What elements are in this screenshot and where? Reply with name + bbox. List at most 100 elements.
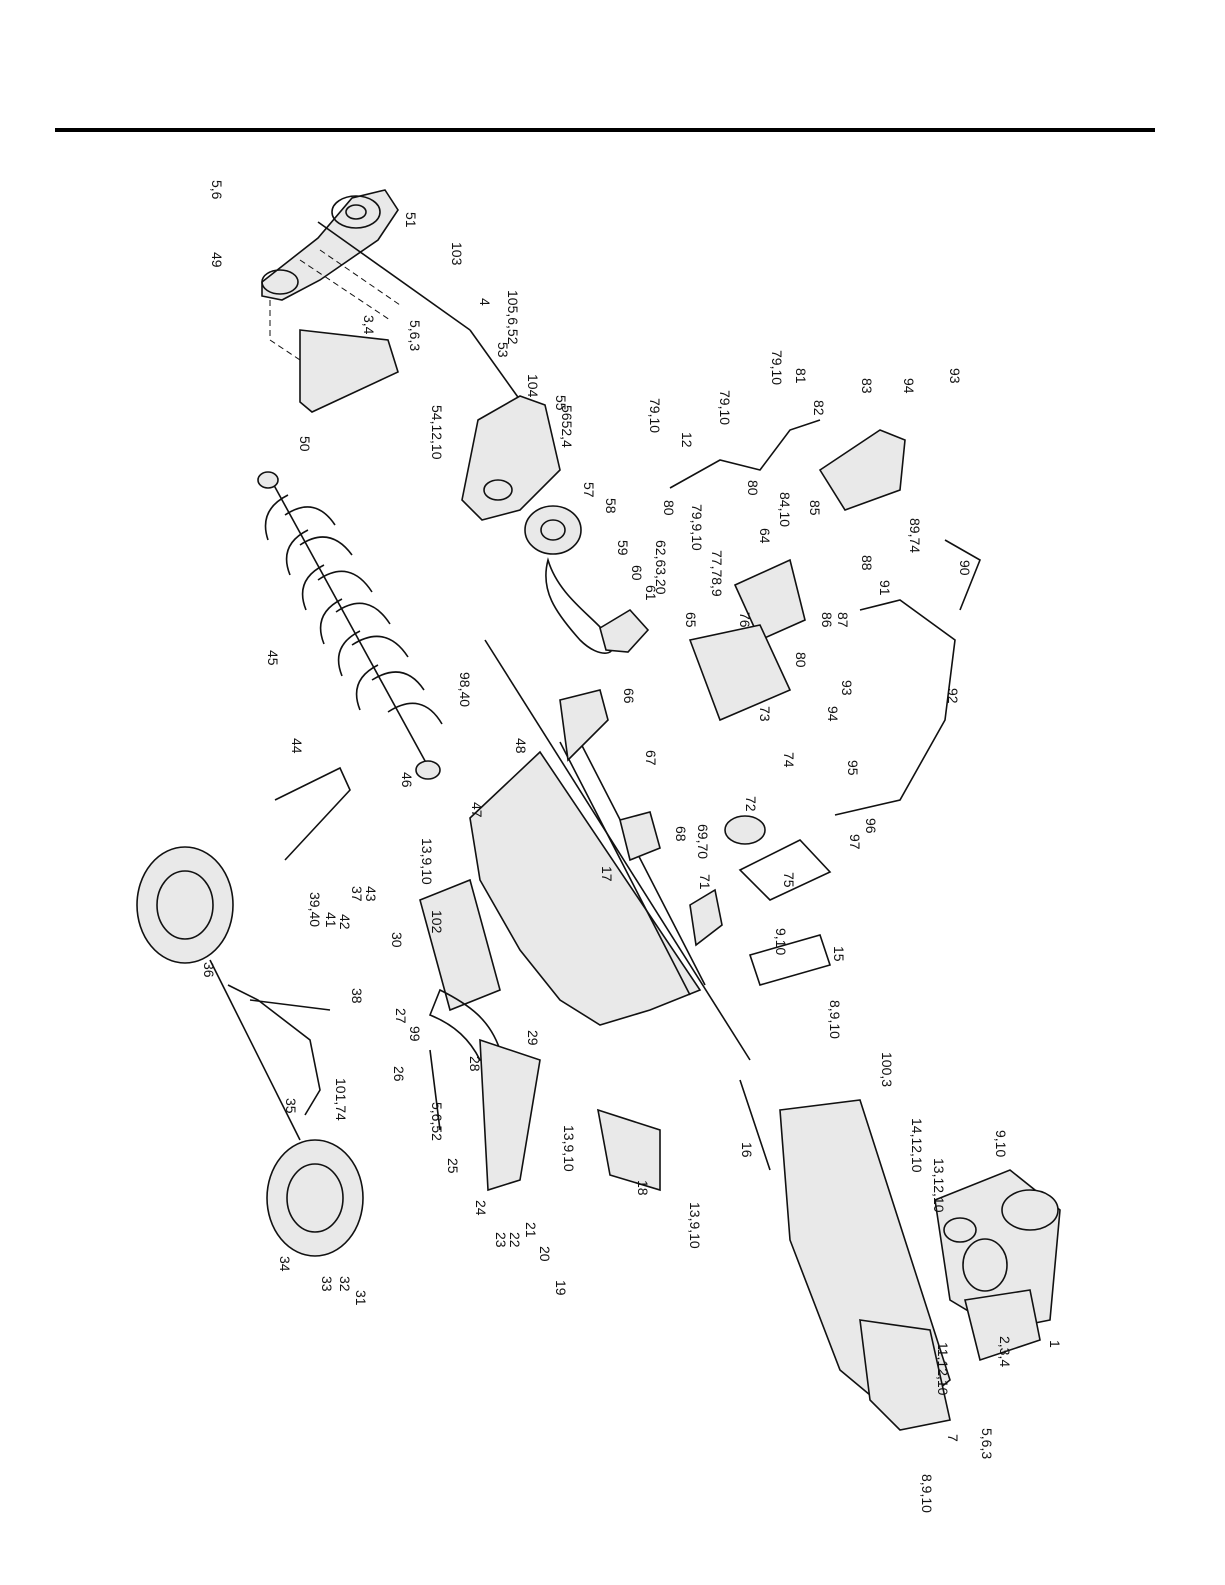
label-58: 47 (469, 802, 485, 818)
label-14: 57 (581, 482, 597, 498)
label-42: 35 (283, 1098, 299, 1114)
label-93: 79,9,10 (689, 504, 705, 551)
label-77: 11,12,10 (935, 1342, 951, 1396)
label-57: 16 (739, 1142, 755, 1158)
label-39: 28 (467, 1056, 483, 1072)
label-25: 13,9,10 (419, 838, 435, 885)
label-6: 50 (297, 436, 313, 452)
label-107: 93 (839, 680, 855, 696)
label-86: 81 (793, 368, 809, 384)
label-108: 94 (825, 706, 841, 722)
label-18: 61 (643, 585, 659, 601)
label-22: 98,40 (457, 672, 473, 707)
label-99: 76 (737, 612, 753, 628)
label-78: 7 (945, 1434, 961, 1442)
label-81: 2,3,4 (997, 1336, 1013, 1367)
label-10: 104 (525, 374, 541, 398)
tine-assembly-drawing (257, 471, 443, 780)
label-45: 33 (319, 1276, 335, 1292)
label-20: 65 (683, 612, 699, 628)
label-67: 73 (757, 706, 773, 722)
label-105: 90 (957, 560, 973, 576)
label-109: 92 (945, 688, 961, 704)
label-63: 69,70 (695, 824, 711, 859)
label-68: 74 (781, 752, 797, 768)
label-40: 5,6,52 (429, 1102, 445, 1141)
label-1: 49 (209, 252, 225, 268)
label-84: 79,10 (717, 390, 733, 425)
label-2: 51 (403, 212, 419, 228)
label-37: 29 (525, 1030, 541, 1046)
label-46: 32 (337, 1276, 353, 1292)
label-31: 36 (201, 962, 217, 978)
label-50: 22 (507, 1232, 523, 1248)
label-74: 14,12,10 (909, 1118, 925, 1173)
header-rule (55, 128, 1155, 132)
label-97: 85 (807, 500, 823, 516)
label-61: 67 (643, 750, 659, 766)
label-47: 31 (353, 1290, 369, 1306)
label-71: 15 (831, 946, 847, 962)
label-41: 25 (445, 1158, 461, 1174)
label-90: 93 (947, 368, 963, 384)
wheel-assembly-drawing (136, 766, 661, 1257)
label-35: 27 (393, 1008, 409, 1024)
label-27: 41 (323, 912, 339, 928)
label-75: 13,12,10 (931, 1158, 947, 1213)
engine-drawing (739, 1079, 1061, 1431)
handle-assembly-drawing (669, 419, 982, 986)
label-52: 20 (537, 1246, 553, 1262)
label-54: 13,9,10 (561, 1125, 577, 1172)
label-7: 105,6,52 (505, 290, 521, 345)
label-59: 48 (513, 738, 529, 754)
label-3: 103 (449, 242, 465, 266)
label-13: 5652,4 (559, 405, 575, 448)
label-8: 4 (477, 298, 493, 306)
label-101: 86 (819, 612, 835, 628)
label-89: 94 (901, 378, 917, 394)
label-92: 80 (661, 500, 677, 516)
label-91: 12 (679, 432, 695, 448)
label-96: 84,10 (777, 492, 793, 527)
label-44: 34 (277, 1256, 293, 1272)
label-69: 75 (781, 872, 797, 888)
label-94: 80 (745, 480, 761, 496)
label-85: 79,10 (769, 350, 785, 385)
label-28: 42 (337, 914, 353, 930)
label-104: 89,74 (907, 518, 923, 553)
label-51: 21 (523, 1222, 539, 1238)
label-5: 5,6,3 (407, 320, 423, 351)
label-98: 77,78,9 (709, 550, 725, 597)
label-9: 53 (495, 342, 511, 358)
label-66: 72 (743, 796, 759, 812)
label-48: 24 (473, 1200, 489, 1216)
label-83: 79,10 (647, 398, 663, 433)
label-60: 66 (621, 688, 637, 704)
label-19: 62,63,20 (653, 540, 669, 595)
label-79: 5,6,3 (979, 1428, 995, 1459)
label-87: 82 (811, 400, 827, 416)
label-76: 9,10 (993, 1130, 1009, 1157)
label-24: 44 (289, 738, 305, 754)
label-34: 102 (429, 910, 445, 934)
label-88: 83 (859, 378, 875, 394)
label-16: 59 (615, 540, 631, 556)
chain-case-drawing (261, 189, 650, 654)
label-102: 87 (835, 612, 851, 628)
label-100: 88 (859, 555, 875, 571)
frame-and-shield-drawing (469, 639, 751, 1061)
label-32: 38 (349, 988, 365, 1004)
label-26: 39,40 (307, 892, 323, 927)
label-30: 43 (363, 886, 379, 902)
label-12: 54,12,10 (429, 405, 445, 460)
label-43: 101,74 (333, 1078, 349, 1121)
label-11: 55 (553, 395, 569, 411)
label-111: 96 (863, 818, 879, 834)
label-70: 9,10 (773, 928, 789, 955)
label-56: 13,9,10 (687, 1202, 703, 1249)
label-73: 100,3 (879, 1052, 895, 1087)
label-110: 95 (845, 760, 861, 776)
label-53: 19 (553, 1280, 569, 1296)
